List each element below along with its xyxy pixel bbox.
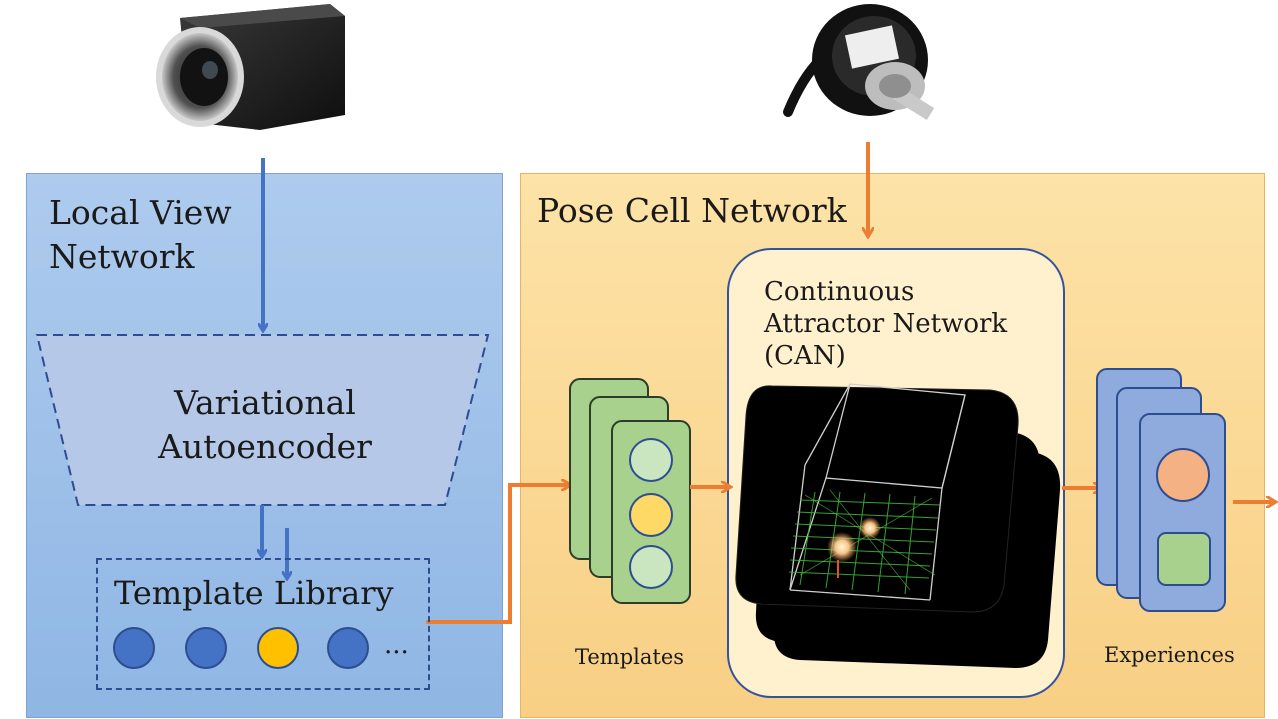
- local-view-title-line1: Local View: [49, 193, 232, 232]
- template-library-title: Template Library: [114, 574, 394, 612]
- can-title-line1: Continuous: [764, 277, 915, 307]
- experiences-label: Experiences: [1104, 643, 1235, 667]
- camera-icon: [156, 4, 345, 130]
- can-title-line2: Attractor Network: [764, 309, 1008, 339]
- can-title-line3: (CAN): [764, 341, 846, 371]
- library-dot-2: [185, 627, 227, 669]
- rotary-encoder-icon: [783, 4, 935, 121]
- library-dot-4: [327, 627, 369, 669]
- vae-trapezoid: [35, 334, 490, 506]
- vae-label-line1: Variational: [174, 383, 356, 422]
- library-dot-3: [257, 627, 299, 669]
- pose-cell-title: Pose Cell Network: [537, 191, 847, 230]
- vae-label: Variational Autoencoder: [130, 381, 400, 469]
- templates-label: Templates: [575, 645, 685, 669]
- local-view-title-line2: Network: [49, 237, 195, 276]
- library-ellipsis: ...: [384, 630, 409, 660]
- can-visualization: [735, 383, 1061, 668]
- vae-label-line2: Autoencoder: [158, 427, 372, 466]
- library-dot-1: [113, 627, 155, 669]
- experiences-stack: [1096, 368, 1226, 612]
- template-library-box: [96, 558, 430, 690]
- can-title: Continuous Attractor Network (CAN): [764, 276, 1007, 372]
- local-view-title: Local View Network: [49, 191, 232, 279]
- templates-stack: [569, 378, 691, 604]
- library-to-templates-arrow: [426, 485, 570, 624]
